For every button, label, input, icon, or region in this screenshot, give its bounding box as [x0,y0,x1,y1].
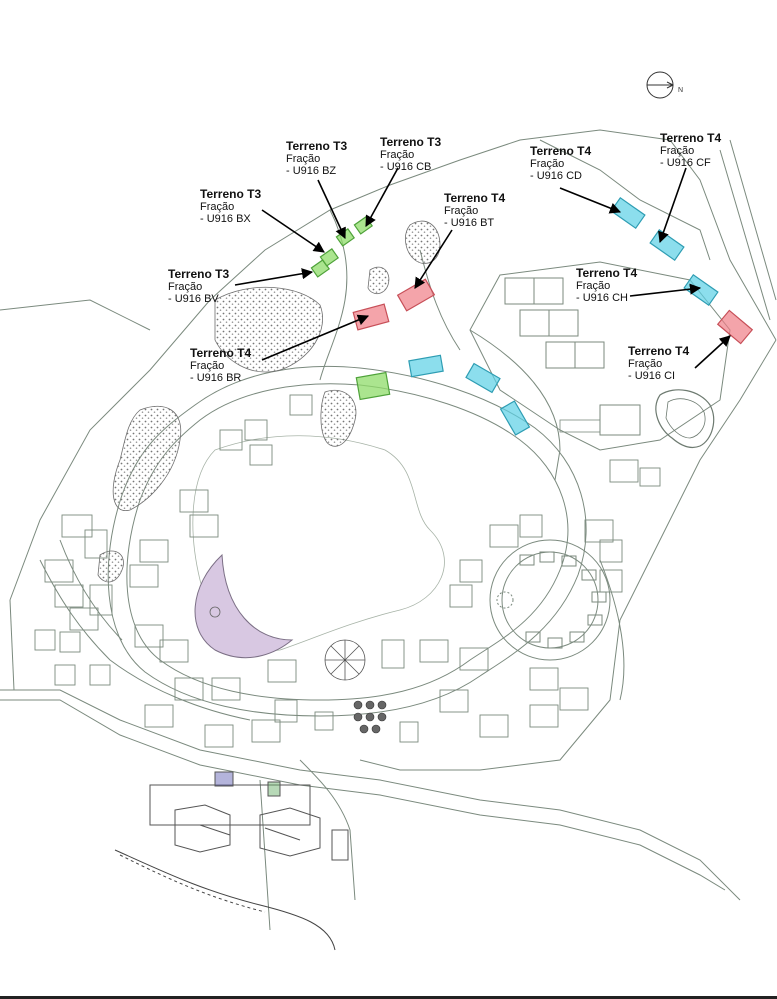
tree-cluster-icon [353,700,387,734]
arrow-cd [559,187,622,214]
central-green-area [192,435,445,651]
lot-ci [716,309,754,345]
label-bv-code: - U916 BV [168,293,219,305]
arrow-cf [658,167,687,244]
label-bt-sub: Fração [444,205,479,217]
label-ch-sub: Fração [576,280,611,292]
label-cd-code: - U916 CD [530,170,582,182]
label-br-sub: Fração [190,360,225,372]
label-cb-sub: Fração [380,149,415,161]
pool-area [559,389,715,449]
lot-extra-green [355,371,391,401]
crescent-marker [209,606,221,618]
label-bx-code: - U916 BX [200,213,251,225]
label-ci-sub: Fração [628,358,663,370]
callout-arrows [234,167,731,369]
label-bt: Terreno T4 Fração - U916 BT [444,191,506,230]
lot-cyan-c [499,400,531,436]
label-cf-title: Terreno T4 [660,131,722,145]
site-boundary [0,129,777,901]
bottom-border [0,996,777,999]
label-bv-sub: Fração [168,281,203,293]
lot-bv [319,248,340,267]
label-cb-code: - U916 CB [380,161,432,173]
label-ch: Terreno T4 Fração - U916 CH [576,266,638,305]
label-ch-title: Terreno T4 [576,266,638,280]
label-cb-title: Terreno T3 [380,135,442,149]
lot-cf [649,229,685,261]
lot-bt [396,278,436,312]
label-cd-title: Terreno T4 [530,144,592,158]
north-label: N [678,87,683,94]
label-cd-sub: Fração [530,158,565,170]
arrow-cb [365,167,399,227]
housing-blocks [34,394,661,748]
label-cf-code: - U916 CF [660,157,711,169]
label-ch-code: - U916 CH [576,292,628,304]
north-arrow-icon [646,71,674,99]
label-bv-title: Terreno T3 [168,267,230,281]
label-bv: Terreno T3 Fração - U916 BV [168,267,230,306]
label-ci-code: - U916 CI [628,370,676,382]
arrow-ch [629,283,702,297]
label-cf: Terreno T4 Fração - U916 CF [660,131,722,170]
label-bx: Terreno T3 Fração - U916 BX [200,187,262,226]
lot-cyan-a [408,354,444,378]
label-cb: Terreno T3 Fração - U916 CB [380,135,442,174]
arrow-bt [414,229,453,289]
label-cd: Terreno T4 Fração - U916 CD [530,144,592,183]
arrow-br [261,314,370,361]
access-road [114,849,336,951]
label-bz-code: - U916 BZ [286,165,337,177]
label-br: Terreno T4 Fração - U916 BR [190,346,252,385]
label-ci-title: Terreno T4 [628,344,690,358]
circular-housing-cluster [489,539,611,661]
arrow-bx [261,209,325,253]
label-bz-sub: Fração [286,153,321,165]
bottom-building-complex [149,771,349,861]
vegetation-areas [97,220,441,583]
arrow-bz [317,179,346,240]
label-br-code: - U916 BR [190,372,242,384]
crescent-feature [194,553,294,659]
label-ci: Terreno T4 Fração - U916 CI [628,344,690,383]
tennis-courts [504,277,605,369]
lot-br [352,303,390,331]
arrow-ci [694,335,731,369]
label-bz: Terreno T3 Fração - U916 BZ [286,139,348,178]
label-bt-title: Terreno T4 [444,191,506,205]
lots-t4-cyan [408,197,719,436]
lot-cd [610,197,646,229]
label-bt-code: - U916 BT [444,217,495,229]
label-bz-title: Terreno T3 [286,139,348,153]
arrow-bv [234,268,314,286]
lots-t3-green [310,216,391,401]
fountain-icon [324,639,366,681]
label-bx-title: Terreno T3 [200,187,262,201]
label-cf-sub: Fração [660,145,695,157]
label-br-title: Terreno T4 [190,346,252,360]
lot-cyan-b [465,362,501,394]
label-bx-sub: Fração [200,201,235,213]
